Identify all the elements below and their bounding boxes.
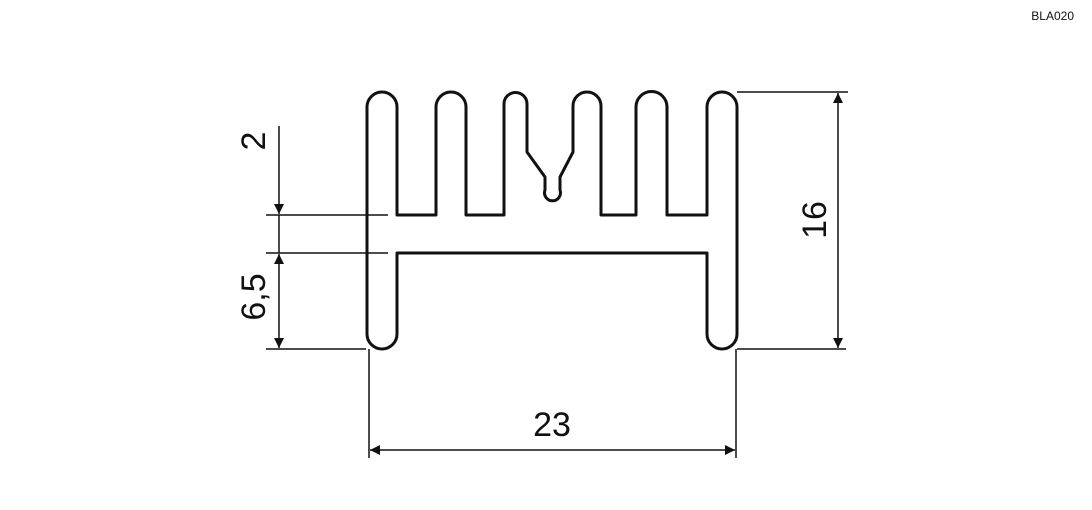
dim-label-total-width: 23 (533, 406, 571, 444)
dim-label-fin-height: 2 (235, 132, 273, 151)
dim-label-total-height: 16 (796, 201, 834, 239)
drawing-code-label: BLA020 (1031, 9, 1074, 23)
heatsink-profile-outline (365, 90, 739, 351)
dim-label-base-leg: 6,5 (235, 273, 273, 320)
